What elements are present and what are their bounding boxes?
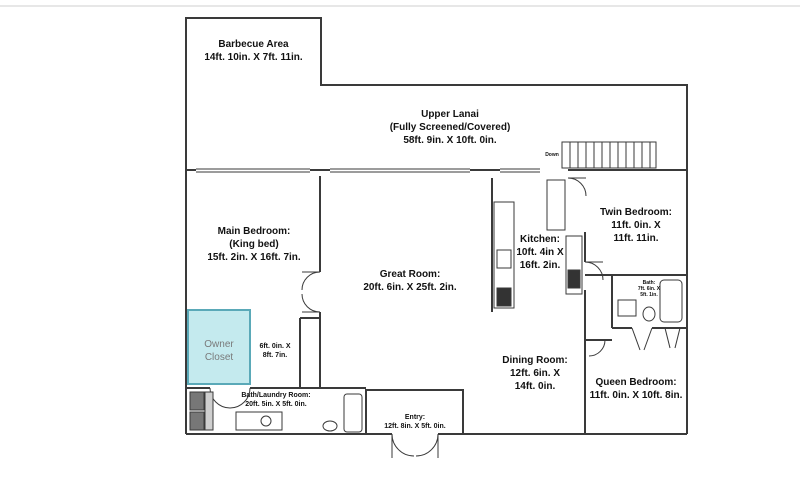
entry-walls	[365, 389, 464, 434]
entry-label: Entry: 12ft. 8in. X 5ft. 0in.	[368, 413, 462, 431]
room-note: (Fully Screened/Covered)	[389, 122, 511, 133]
stairs-label: Down	[545, 152, 559, 158]
room-size: 12ft. 8in. X 5ft. 0in.	[384, 423, 446, 430]
utility-shelf	[204, 391, 214, 431]
room-size: 14ft. 0in.	[514, 381, 556, 392]
room-name: Great Room:	[379, 269, 441, 280]
room-size: 7ft. 6in. X	[637, 286, 661, 292]
room-name: Upper Lanai	[421, 109, 479, 120]
room-size: 6ft. 0in. X	[259, 343, 291, 350]
room-name: Bath:	[642, 280, 656, 286]
room-name: Queen Bedroom:	[595, 377, 677, 388]
room-size: 15ft. 2in. X 16ft. 7in.	[207, 252, 301, 263]
kitchen-sink	[496, 249, 512, 269]
laundry-vanity	[235, 411, 283, 431]
room-size: 5ft. 1in.	[640, 292, 658, 298]
barbecue-area-label: Barbecue Area 14ft. 10in. X 7ft. 11in.	[186, 38, 321, 64]
room-name: Dining Room:	[502, 355, 568, 366]
room-size: 58ft. 9in. X 10ft. 0in.	[403, 135, 497, 146]
room-note: (King bed)	[229, 239, 279, 250]
room-size: 10ft. 4in X	[516, 247, 564, 258]
bath-vanity	[617, 299, 637, 317]
room-name: Barbecue Area	[218, 39, 289, 50]
main-bedroom-label: Main Bedroom: (King bed) 15ft. 2in. X 16…	[190, 225, 318, 264]
twin-bedroom-label: Twin Bedroom: 11ft. 0in. X 11ft. 11in.	[590, 206, 682, 245]
room-name: Entry:	[404, 414, 426, 421]
dining-room-label: Dining Room: 12ft. 6in. X 14ft. 0in.	[490, 354, 580, 393]
room-name: Owner	[204, 339, 234, 350]
dryer	[189, 411, 205, 431]
stove	[496, 287, 512, 307]
hall-label: 6ft. 0in. X 8ft. 7in.	[252, 342, 298, 360]
doors	[209, 177, 681, 458]
laundry-bathtub	[343, 393, 363, 433]
room-size: 11ft. 0in. X	[611, 220, 661, 231]
bath-fixtures	[189, 279, 683, 433]
room-size: 8ft. 7in.	[262, 352, 288, 359]
room-size: 11ft. 0in. X 10ft. 8in.	[589, 390, 683, 401]
sliding-doors	[196, 168, 540, 173]
room-name: Main Bedroom:	[217, 226, 291, 237]
upper-lanai-label: Upper Lanai (Fully Screened/Covered) 58f…	[330, 108, 570, 147]
room-size: 20ft. 6in. X 25ft. 2in.	[363, 282, 457, 293]
room-name: Closet	[204, 352, 234, 363]
bathtub	[659, 279, 683, 323]
great-room-label: Great Room: 20ft. 6in. X 25ft. 2in.	[340, 268, 480, 294]
range	[567, 269, 581, 289]
room-name: Twin Bedroom:	[599, 207, 673, 218]
room-name: Kitchen:	[520, 234, 560, 245]
room-size: 20ft. 5in. X 5ft. 0in.	[245, 401, 307, 408]
walls	[185, 17, 688, 435]
bath-label: Bath: 7ft. 6in. X 5ft. 1in.	[634, 280, 664, 298]
room-size: 14ft. 10in. X 7ft. 11in.	[204, 52, 303, 63]
washer	[189, 391, 205, 411]
laundry-sink	[260, 415, 272, 427]
laundry-toilet	[322, 420, 338, 432]
pantry	[546, 179, 566, 231]
room-size: 12ft. 6in. X	[509, 368, 560, 379]
kitchen-fixtures	[493, 179, 583, 309]
kitchen-label: Kitchen: 10ft. 4in X 16ft. 2in.	[514, 233, 566, 272]
toilet	[642, 306, 656, 322]
stairs	[561, 141, 657, 169]
lanai-outline	[185, 17, 688, 170]
room-size: 11ft. 11in.	[613, 233, 659, 244]
room-size: 16ft. 2in.	[519, 260, 561, 271]
owner-closet-area	[187, 309, 251, 385]
queen-bedroom-label: Queen Bedroom: 11ft. 0in. X 10ft. 8in.	[586, 376, 686, 402]
room-name: Bath/Laundry Room:	[241, 392, 311, 399]
laundry-label: Bath/Laundry Room: 20ft. 5in. X 5ft. 0in…	[214, 391, 338, 409]
owner-closet-label: Owner Closet	[188, 338, 250, 364]
